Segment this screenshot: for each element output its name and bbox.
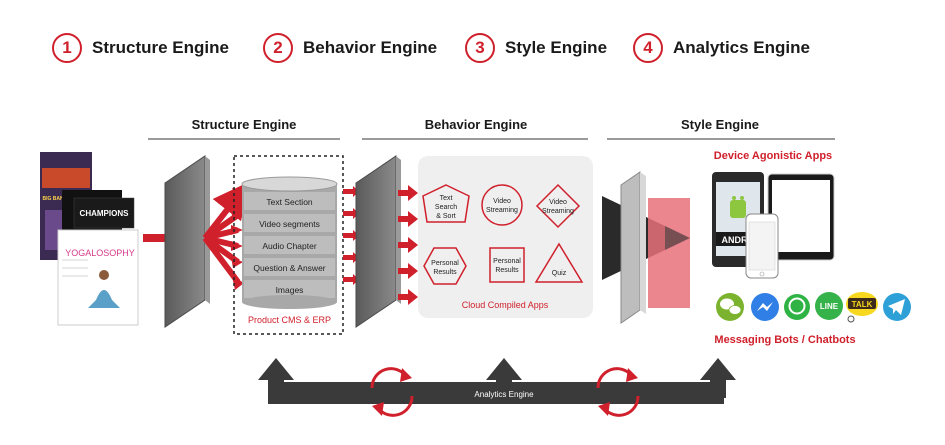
legend-label: Style Engine xyxy=(505,38,608,57)
cloud-apps-panel xyxy=(418,156,593,318)
app-label: Streaming xyxy=(486,207,518,214)
analytics-label: Analytics Engine xyxy=(474,390,534,399)
legend-label: Behavior Engine xyxy=(303,38,438,57)
app-label: Streaming xyxy=(542,208,574,215)
structure-engine-wall xyxy=(164,155,206,328)
cms-layer-label: Video segments xyxy=(259,219,320,229)
legend-number: 4 xyxy=(633,33,663,63)
content-thumbnails: BIG BANG THEORY CHAMPIONS YOGALOSOPHY xyxy=(40,152,139,326)
cloud-apps-caption: Cloud Compiled Apps xyxy=(462,300,549,310)
cms-layer-label: Text Section xyxy=(266,197,313,207)
legend-label: Structure Engine xyxy=(92,38,229,57)
up-arrow-style xyxy=(700,358,736,380)
hexagon-shape xyxy=(423,247,467,285)
thumbnail-title: CHAMPIONS xyxy=(80,209,130,218)
cms-caption: Product CMS & ERP xyxy=(248,315,331,325)
thumbnail-yoga-book xyxy=(57,229,139,326)
diamond-shape xyxy=(535,183,581,229)
style-engine-wall-back xyxy=(620,171,641,324)
app-label: Quiz xyxy=(552,270,567,277)
whatsapp-icon xyxy=(784,294,810,320)
app-label: Video xyxy=(549,199,567,206)
triangle-shape xyxy=(534,242,584,283)
cms-box xyxy=(233,155,344,335)
kakaotalk-icon-label: TALK xyxy=(852,300,873,309)
legend-item-style: 3 Style Engine xyxy=(465,30,607,66)
legend-number: 1 xyxy=(52,33,82,63)
app-label: Text xyxy=(440,195,453,202)
app-label: Video xyxy=(493,198,511,205)
style-filter xyxy=(648,198,690,308)
line-icon xyxy=(815,292,843,320)
legend-item-structure: 1 Structure Engine xyxy=(52,30,229,66)
legend-item-behavior: 2 Behavior Engine xyxy=(263,30,437,66)
square-shape xyxy=(489,247,525,283)
cms-layer-label: Question & Answer xyxy=(253,263,325,273)
android-icon xyxy=(730,200,746,218)
app-label: Results xyxy=(433,269,457,276)
pentagon-shape xyxy=(422,184,470,223)
messaging-title: Messaging Bots / Chatbots xyxy=(714,334,855,346)
android-wordmark: ANDRO xyxy=(722,235,755,245)
input-connector xyxy=(143,234,165,242)
cloud-app-shapes xyxy=(422,183,584,285)
circle-shape xyxy=(481,184,523,226)
behavior-engine-wall xyxy=(355,155,397,328)
up-arrow-behavior xyxy=(486,358,522,380)
analytics-feedback-bar: Analytics Engine xyxy=(258,358,736,404)
behavior-to-apps-arrows xyxy=(398,185,418,305)
app-label: Results xyxy=(495,267,519,274)
analytics-bar xyxy=(268,382,724,404)
app-label: Personal xyxy=(431,260,459,267)
messaging-icons: LINE TALK xyxy=(716,292,911,323)
thumbnail-title: YOGALOSOPHY xyxy=(65,248,135,258)
device-group: ANDRO xyxy=(712,172,835,279)
app-label: Search xyxy=(435,204,457,211)
section-title-behavior: Behavior Engine xyxy=(425,117,528,132)
cms-layer-label: Audio Chapter xyxy=(262,241,317,251)
line-icon-label: LINE xyxy=(820,302,839,311)
legend-item-analytics: 4 Analytics Engine xyxy=(633,30,810,66)
legend-label: Analytics Engine xyxy=(673,38,810,57)
app-label: Personal xyxy=(493,258,521,265)
up-arrow-structure xyxy=(258,358,294,380)
app-label: & Sort xyxy=(436,213,456,220)
section-title-style: Style Engine xyxy=(681,117,759,132)
devices-title: Device Agonistic Apps xyxy=(714,150,832,162)
cms-database-stack: Text Section Video segments Audio Chapte… xyxy=(241,176,338,309)
section-title-structure: Structure Engine xyxy=(192,117,297,132)
legend-number: 2 xyxy=(263,33,293,63)
cms-layer-label: Images xyxy=(276,285,304,295)
legend-number: 3 xyxy=(465,33,495,63)
